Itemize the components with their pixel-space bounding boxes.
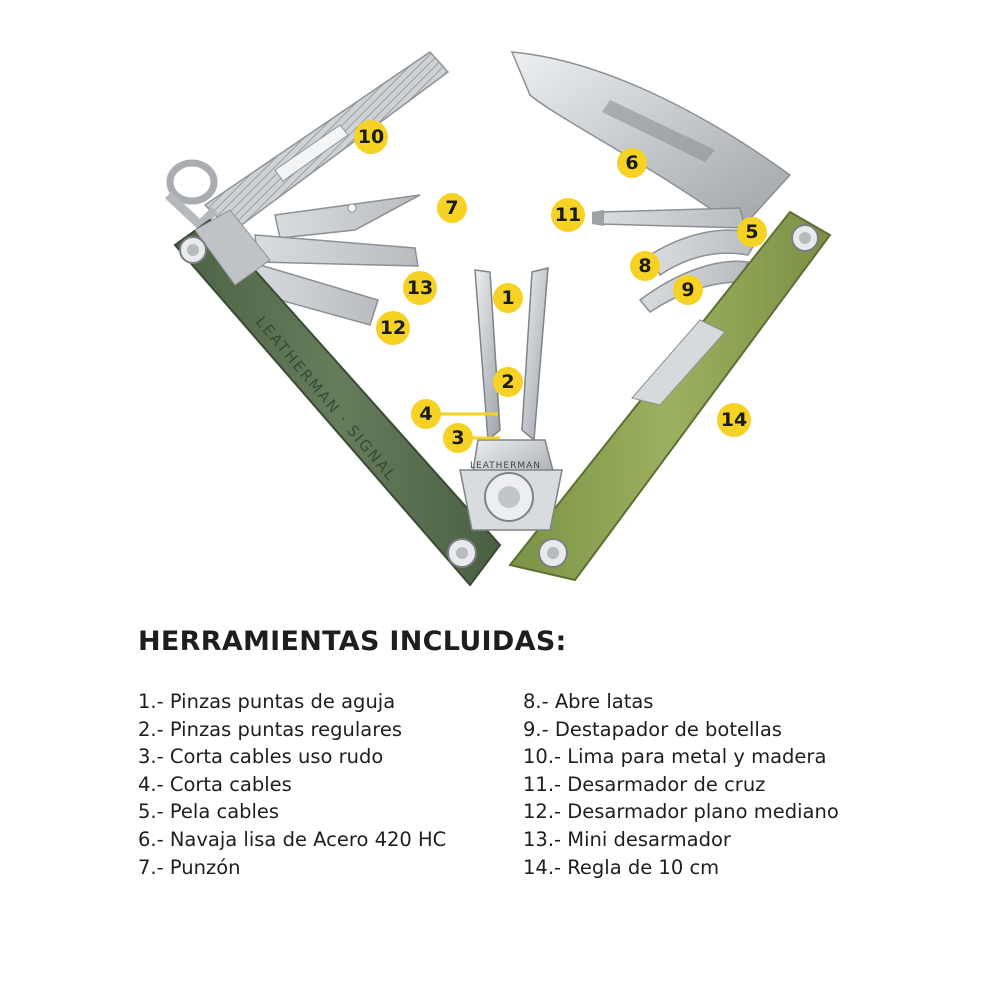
svg-text:11: 11: [555, 204, 581, 226]
awl: [274, 194, 421, 239]
phillips-screwdriver: [592, 207, 746, 229]
list-item: 11.- Desarmador de cruz: [523, 772, 766, 796]
svg-text:7: 7: [445, 197, 458, 219]
callout-badge-4: 4: [411, 399, 441, 429]
callout-badge-2: 2: [493, 367, 523, 397]
svg-text:8: 8: [638, 255, 651, 277]
list-item: 5.- Pela cables: [138, 800, 280, 824]
metal-file: [203, 51, 450, 233]
list-item: 3.- Corta cables uso rudo: [138, 745, 384, 769]
list-item: 13.- Mini desarmador: [523, 827, 731, 851]
svg-text:14: 14: [721, 409, 747, 431]
callout-badge-14: 14: [717, 403, 751, 437]
svg-text:5: 5: [745, 221, 758, 243]
hub-brand: LEATHERMAN: [470, 461, 541, 471]
callout-lines: [438, 412, 500, 440]
left-handle: LEATHERMAN · SIGNAL: [173, 209, 502, 587]
list-item: 4.- Corta cables: [138, 772, 292, 796]
right-handle: [508, 210, 832, 582]
callout-badge-8: 8: [630, 251, 660, 281]
callout-badge-7: 7: [437, 193, 467, 223]
list-item: 6.- Navaja lisa de Acero 420 HC: [138, 827, 447, 851]
svg-text:4: 4: [419, 403, 432, 425]
svg-text:9: 9: [681, 279, 694, 301]
knife-blade: [510, 51, 792, 232]
lanyard-ring: [164, 159, 219, 230]
list-item: 10.- Lima para metal y madera: [523, 745, 827, 769]
callout-badge-12: 12: [376, 311, 410, 345]
callout-badge-3: 3: [443, 423, 473, 453]
callout-badge-5: 5: [737, 217, 767, 247]
left-handle-brand: LEATHERMAN · SIGNAL: [252, 313, 400, 485]
list-item: 9.- Destapador de botellas: [523, 717, 782, 741]
svg-text:1: 1: [501, 287, 514, 309]
callout-badge-13: 13: [403, 271, 437, 305]
list-item: 1.- Pinzas puntas de aguja: [138, 690, 396, 713]
svg-text:3: 3: [451, 427, 464, 449]
tool-list-left: 1.- Pinzas puntas de aguja 2.- Pinzas pu…: [138, 688, 446, 881]
callout-badge-1: 1: [493, 283, 523, 313]
section-title: HERRAMIENTAS INCLUIDAS:: [138, 626, 567, 657]
pivot-hub: LEATHERMAN: [459, 461, 563, 531]
multitool-illustration: LEATHERMAN · SIGNAL LEATHERMAN: [164, 51, 832, 587]
callout-badge-10: 10: [354, 120, 388, 154]
callout-badge-9: 9: [673, 275, 703, 305]
callout-badge-6: 6: [617, 148, 647, 178]
svg-text:12: 12: [380, 317, 406, 339]
svg-text:6: 6: [625, 152, 638, 174]
tool-list-right: 8.- Abre latas 9.- Destapador de botella…: [523, 688, 839, 881]
svg-text:2: 2: [501, 371, 514, 393]
list-item: 12.- Desarmador plano mediano: [523, 800, 839, 824]
list-item: 14.- Regla de 10 cm: [523, 855, 720, 879]
svg-text:10: 10: [358, 126, 384, 148]
list-item: 8.- Abre latas: [523, 690, 654, 713]
callout-badge-11: 11: [551, 198, 585, 232]
list-item: 2.- Pinzas puntas regulares: [138, 717, 402, 741]
list-item: 7.- Punzón: [138, 855, 241, 879]
svg-text:13: 13: [407, 277, 433, 299]
